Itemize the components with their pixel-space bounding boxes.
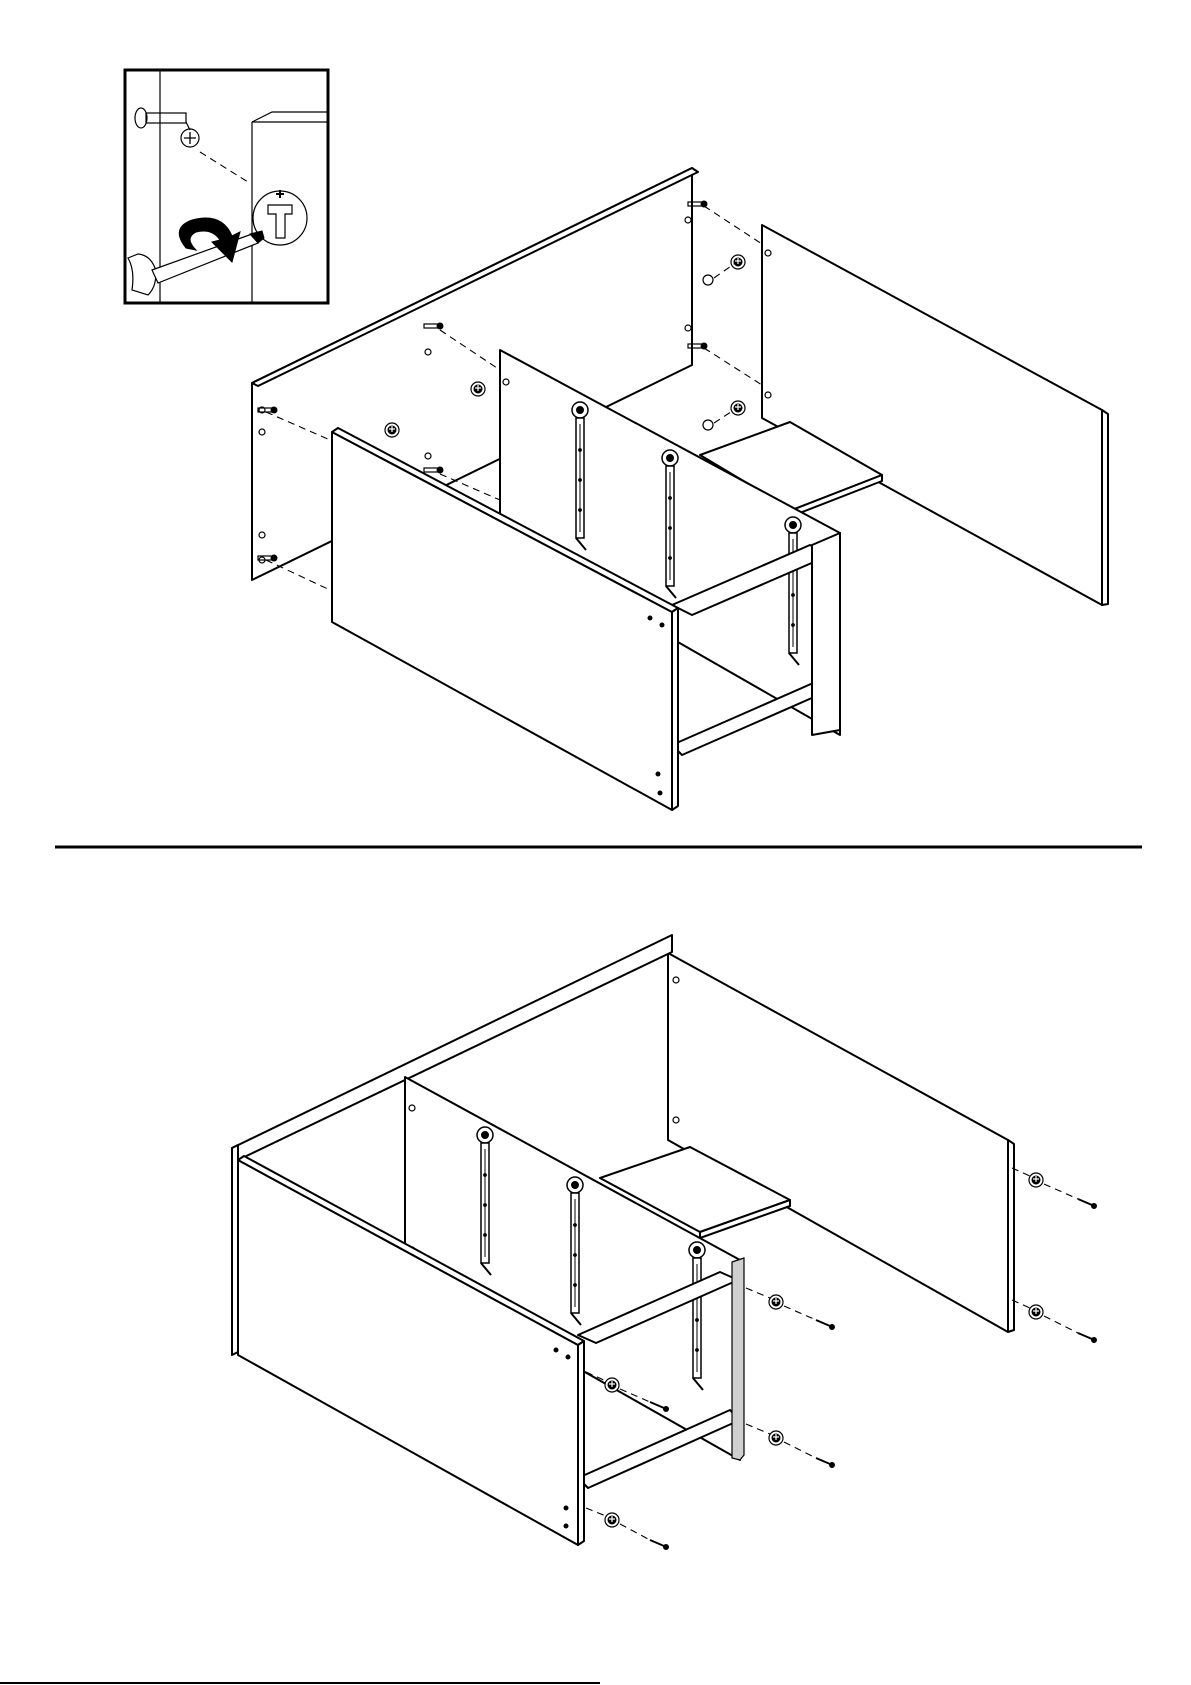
step-1-illustration [125, 70, 1108, 810]
step-2-illustration [232, 935, 1097, 1550]
inset-detail [125, 70, 328, 303]
